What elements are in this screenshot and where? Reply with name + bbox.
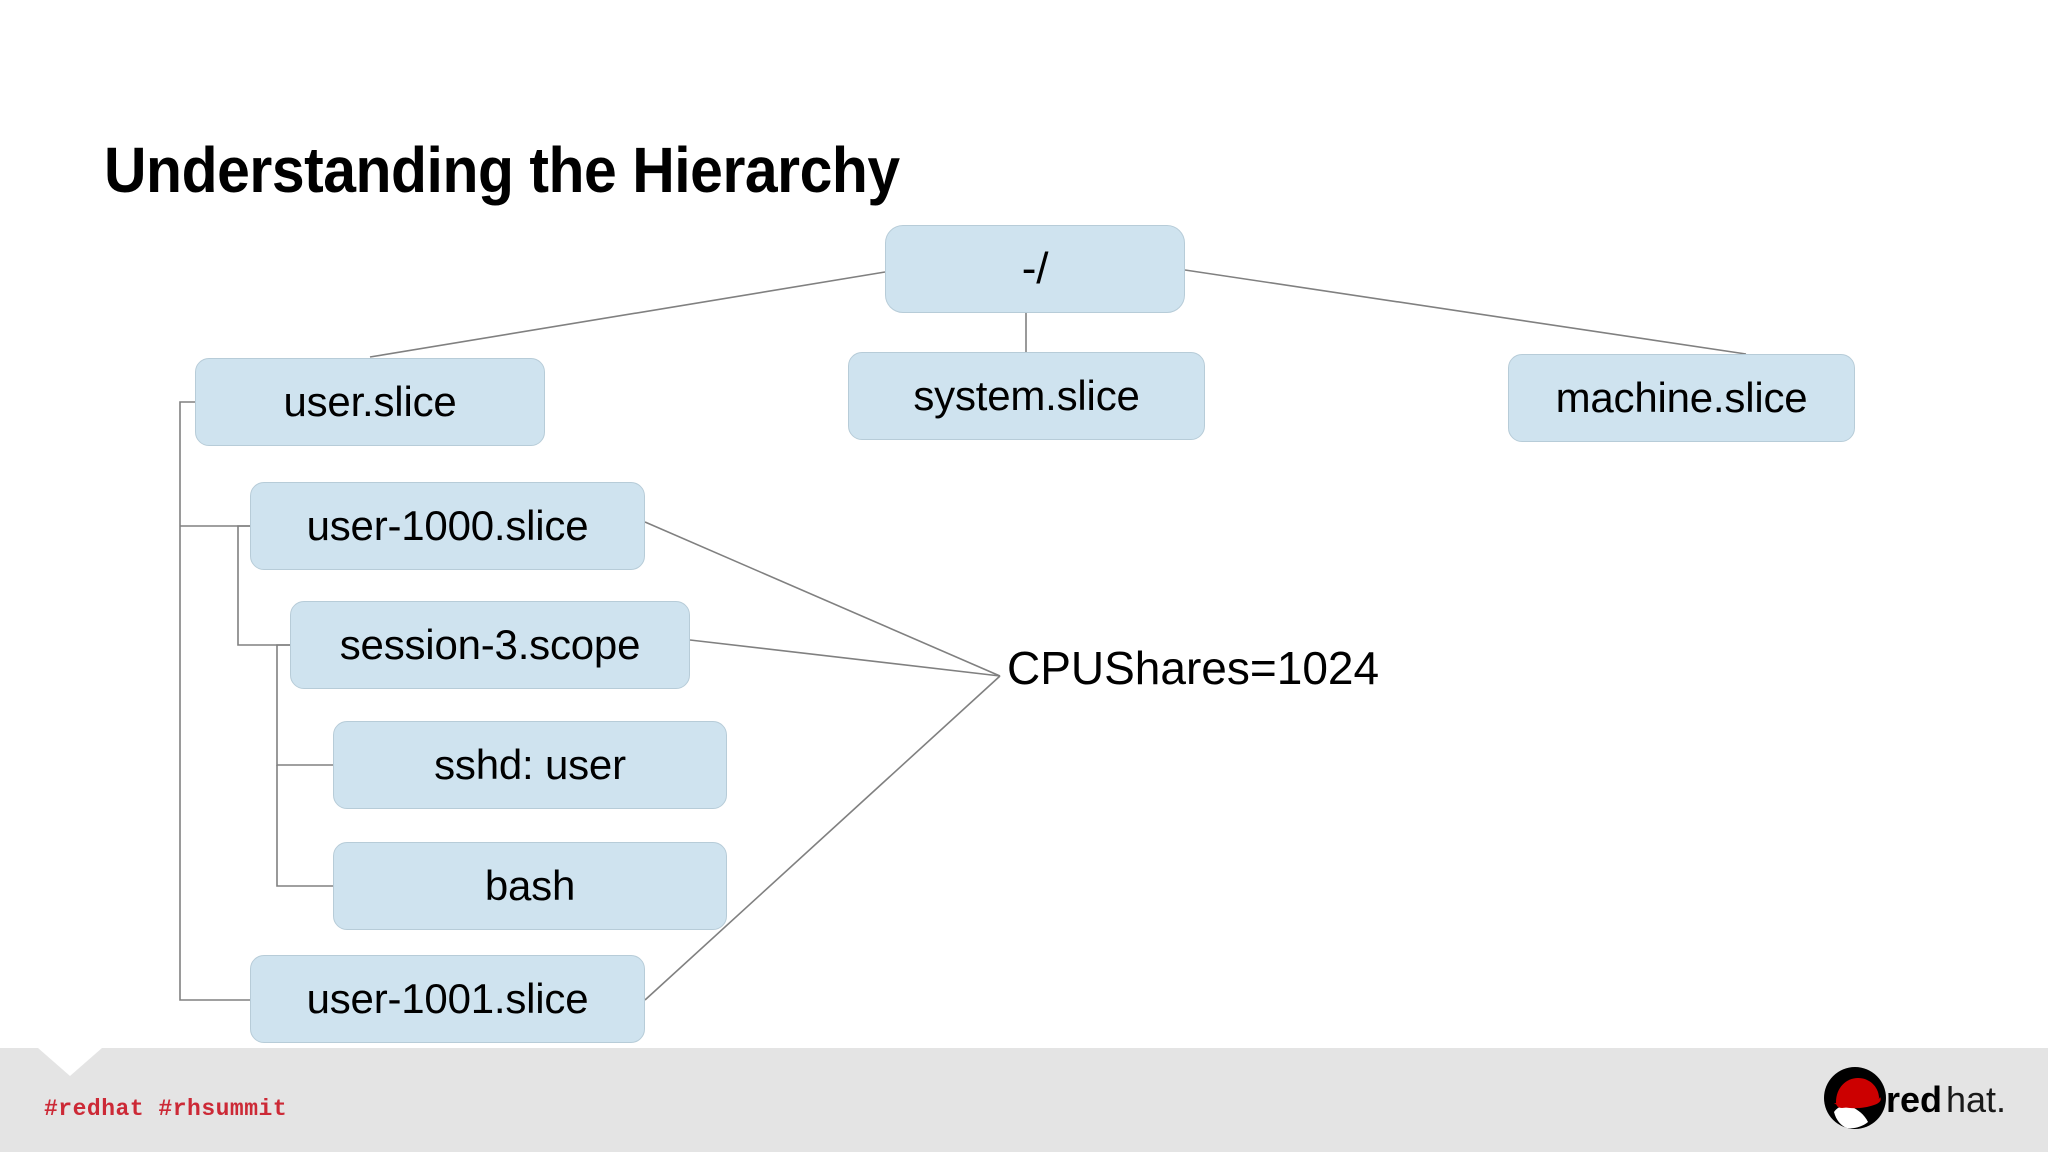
- logo-wordmark-light: hat.: [1946, 1079, 2006, 1120]
- logo-wordmark-bold: red: [1886, 1079, 1942, 1120]
- leader-session-3-to-annotation: [689, 639, 1001, 677]
- node-session-3-scope[interactable]: session-3.scope: [290, 601, 690, 689]
- edge-root-to-machine-slice: [1184, 269, 1747, 355]
- node-user-1000-slice[interactable]: user-1000.slice: [250, 482, 645, 570]
- page-title: Understanding the Hierarchy: [104, 133, 900, 206]
- shadowman-icon: [1824, 1067, 1886, 1129]
- node-bash[interactable]: bash: [333, 842, 727, 930]
- redhat-shadowman-logo: red hat.: [1824, 1067, 2006, 1129]
- leader-user-1000-to-annotation: [644, 521, 1001, 677]
- node-user-1001-slice[interactable]: user-1001.slice: [250, 955, 645, 1043]
- footer-notch-decoration: [38, 1048, 102, 1076]
- edge-root-to-user-slice: [369, 271, 886, 358]
- node-sshd-user[interactable]: sshd: user: [333, 721, 727, 809]
- node-machine-slice[interactable]: machine.slice: [1508, 354, 1855, 442]
- cpushares-annotation: CPUShares=1024: [1007, 642, 1380, 694]
- edge-session-3-to-bash: [276, 765, 333, 887]
- edge-user-slice-trunk: [179, 401, 250, 1001]
- node-system-slice[interactable]: system.slice: [848, 352, 1205, 440]
- slide-footer: #redhat #rhsummit red hat.: [0, 1048, 2048, 1152]
- redhat-logo: red hat.: [1822, 1062, 2018, 1134]
- footer-hashtags: #redhat #rhsummit: [44, 1096, 288, 1122]
- node-root[interactable]: -/: [885, 225, 1185, 313]
- node-user-slice[interactable]: user.slice: [195, 358, 545, 446]
